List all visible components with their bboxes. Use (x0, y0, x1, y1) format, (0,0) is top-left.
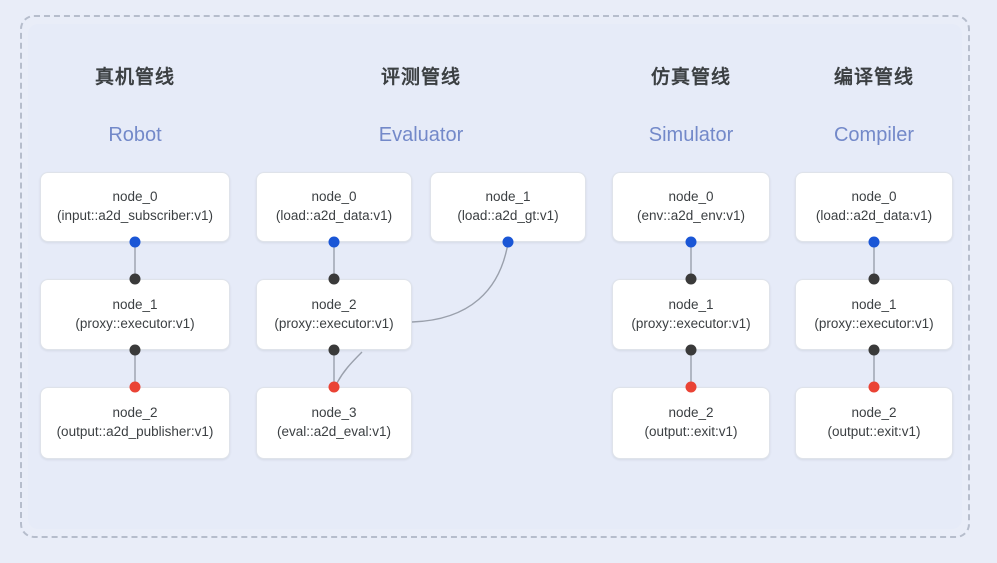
port-out-compiler-0 (868, 236, 880, 248)
port-in-compiler-2 (868, 381, 880, 393)
node-robot-2[interactable]: node_2 (output::a2d_publisher:v1) (40, 387, 230, 459)
node-simulator-2[interactable]: node_2 (output::exit:v1) (612, 387, 770, 459)
node-type: (output::exit:v1) (644, 424, 738, 439)
node-robot-1[interactable]: node_1 (proxy::executor:v1) (40, 279, 230, 350)
node-name: node_1 (112, 296, 158, 312)
node-type: (proxy::executor:v1) (631, 315, 751, 331)
column-title-simulator: 仿真管线 (650, 67, 731, 88)
node-name: node_2 (311, 296, 357, 312)
port-out-robot-1 (129, 344, 141, 356)
node-name: node_1 (485, 189, 531, 205)
port-out-simulator-1 (685, 344, 697, 356)
node-compiler-1[interactable]: node_1 (proxy::executor:v1) (795, 279, 953, 350)
node-compiler-0[interactable]: node_0 (load::a2d_data:v1) (795, 172, 953, 242)
node-simulator-0[interactable]: node_0 (env::a2d_env:v1) (612, 172, 770, 242)
node-evaluator-0[interactable]: node_0 (load::a2d_data:v1) (256, 172, 412, 242)
port-in-evaluator-3 (328, 381, 340, 393)
node-type: (output::a2d_publisher:v1) (56, 424, 214, 439)
node-name: node_0 (851, 189, 897, 205)
node-name: node_3 (311, 405, 357, 421)
node-type: (proxy::executor:v1) (274, 315, 394, 331)
port-out-evaluator-2 (328, 344, 340, 356)
node-name: node_0 (311, 189, 357, 205)
column-title-evaluator: 评测管线 (380, 67, 461, 88)
node-type: (load::a2d_data:v1) (815, 208, 933, 223)
node-type: (eval::a2d_eval:v1) (276, 424, 392, 439)
node-type: (env::a2d_env:v1) (636, 208, 746, 223)
port-out-evaluator-0 (328, 236, 340, 248)
node-simulator-1[interactable]: node_1 (proxy::executor:v1) (612, 279, 770, 350)
node-type: (load::a2d_data:v1) (275, 208, 393, 223)
node-name: node_2 (668, 405, 714, 421)
node-name: node_2 (851, 405, 897, 421)
port-in-compiler-1 (868, 273, 880, 285)
port-out-compiler-1 (868, 344, 880, 356)
node-name: node_2 (112, 405, 158, 421)
node-type: (input::a2d_subscriber:v1) (56, 208, 214, 223)
port-in-simulator-2 (685, 381, 697, 393)
node-type: (proxy::executor:v1) (814, 315, 934, 331)
node-name: node_0 (112, 189, 158, 205)
column-subtitle-compiler: Compiler (833, 124, 915, 146)
node-type: (proxy::executor:v1) (75, 315, 195, 331)
port-out-robot-0 (129, 236, 141, 248)
node-compiler-2[interactable]: node_2 (output::exit:v1) (795, 387, 953, 459)
node-evaluator-3[interactable]: node_3 (eval::a2d_eval:v1) (256, 387, 412, 459)
port-in-robot-2 (129, 381, 141, 393)
node-type: (output::exit:v1) (827, 424, 921, 439)
node-type: (load::a2d_gt:v1) (457, 208, 559, 223)
port-in-simulator-1 (685, 273, 697, 285)
node-robot-0[interactable]: node_0 (input::a2d_subscriber:v1) (40, 172, 230, 242)
port-in-robot-1 (129, 273, 141, 285)
port-in-evaluator-2 (328, 273, 340, 285)
node-evaluator-1[interactable]: node_1 (load::a2d_gt:v1) (430, 172, 586, 242)
column-subtitle-evaluator: Evaluator (378, 124, 464, 146)
column-title-compiler: 编译管线 (833, 67, 914, 88)
column-subtitle-robot: Robot (108, 124, 162, 146)
node-name: node_1 (668, 296, 714, 312)
node-name: node_0 (668, 189, 714, 205)
port-out-evaluator-1 (502, 236, 514, 248)
column-subtitle-simulator: Simulator (648, 124, 734, 146)
port-out-simulator-0 (685, 236, 697, 248)
node-name: node_1 (851, 296, 897, 312)
column-title-robot: 真机管线 (94, 67, 175, 88)
node-evaluator-2[interactable]: node_2 (proxy::executor:v1) (256, 279, 412, 350)
